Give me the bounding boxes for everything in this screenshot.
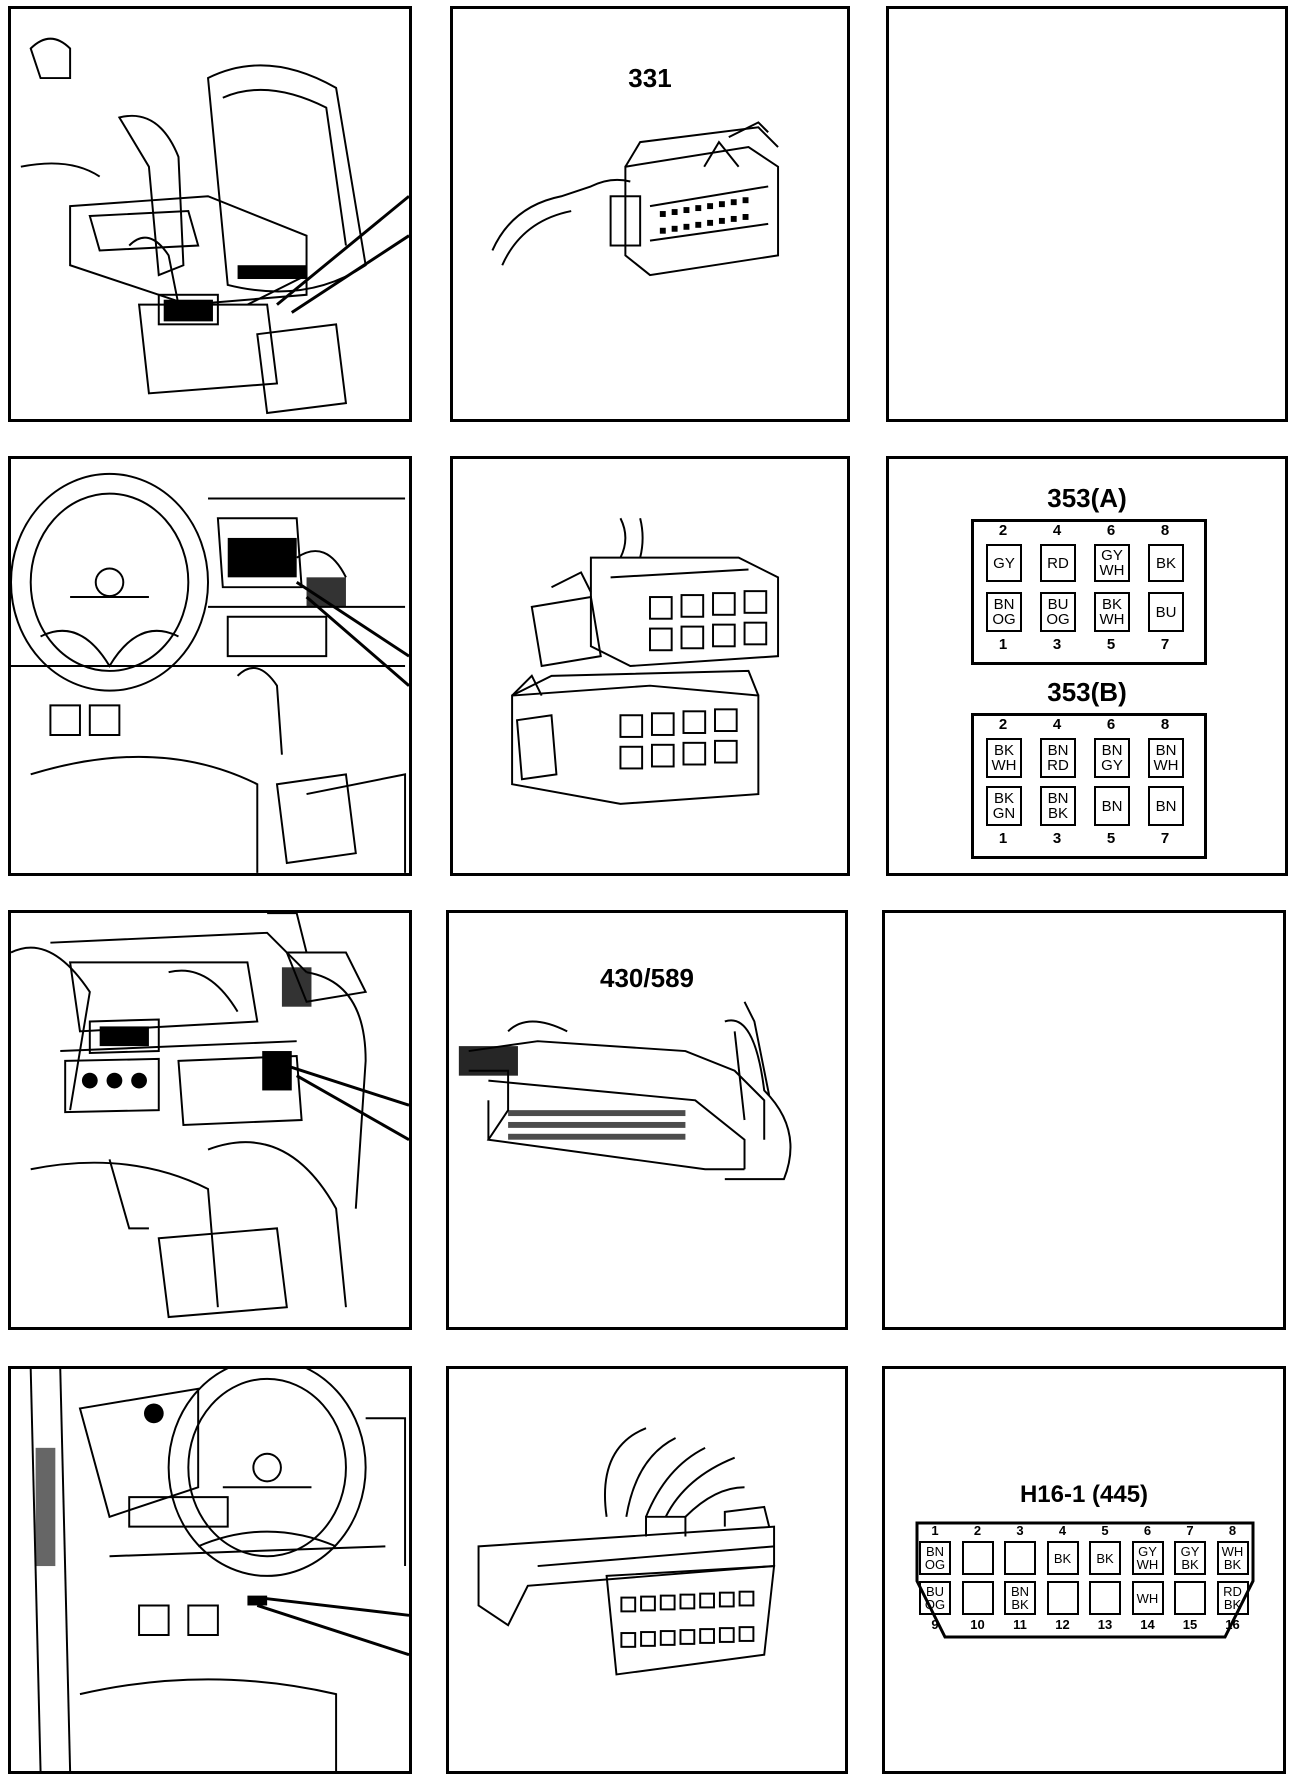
pin-number: 4 [1052,716,1062,733]
pin-color-cell: BU [1148,592,1184,632]
pin-number: 3 [1052,830,1062,847]
pin-color-cell: BK [1089,1541,1121,1575]
pin-number: 5 [1106,636,1116,653]
pin-number: 4 [1058,1523,1067,1538]
pin-number: 3 [1052,636,1062,653]
pin-color-cell: BU OG [919,1581,951,1615]
connector-label: 430/589 [600,963,694,993]
pin-color-cell: GY WH [1094,544,1130,582]
pin-color-cell: BN BK [1040,786,1076,826]
pin-number: 9 [931,1617,939,1632]
pin-color-cell: GY WH [1131,1541,1164,1575]
pin-number: 2 [973,1523,982,1538]
obd-outline [915,1521,1255,1639]
connector-331-drawing [491,121,780,277]
pin-number: 3 [1016,1523,1024,1538]
connector-353-drawing [511,517,780,805]
pin-color-cell: BN OG [919,1541,951,1575]
pin-color-cell: BK [1148,544,1184,582]
pin-number: 2 [998,522,1008,539]
pin-number: 6 [1143,1523,1152,1538]
connector-panel-331: 331 [450,6,850,422]
pin-color-cell: BK WH [986,738,1022,778]
pin-number: 7 [1160,830,1170,847]
pin-number: 1 [998,636,1008,653]
lower-dash-drawing [11,913,409,1319]
pin-number: 1 [931,1523,939,1538]
connector-panel-h16 [446,1366,848,1774]
pin-color-cell: BN BK [1004,1581,1036,1615]
pin-color-cell: BN OG [986,592,1022,632]
pin-color-cell: GY [986,544,1022,582]
pin-color-cell: BK [1046,1541,1079,1575]
pin-color-cell: WH [1131,1581,1164,1615]
connector-panel-353 [450,456,850,876]
pin-color-cell: WH BK [1216,1541,1249,1575]
pin-color-cell: RD [1040,544,1076,582]
pinout-title-353a: 353(A) [1047,483,1127,513]
pinout-grid-353b: 2 4 6 8 BK WH BN RD BN GY BN WH BK GN BN… [971,713,1207,859]
pinout-panel-353: 353(A) 2 4 6 8 GY RD GY WH BK BN OG BU O… [886,456,1288,876]
pin-number: 8 [1160,716,1170,733]
pin-color-cell: RD BK [1216,1581,1249,1615]
pin-number: 11 [1013,1617,1027,1632]
pin-color-cell: GY BK [1174,1541,1206,1575]
console-drawing [20,37,409,415]
pin-number: 10 [970,1617,985,1632]
footwell-drawing [29,1369,409,1771]
pin-number: 8 [1228,1523,1237,1538]
connector-h16-drawing [477,1427,776,1676]
empty-panel-row1 [886,6,1288,422]
pin-number: 1 [998,830,1008,847]
pin-number: 6 [1106,522,1116,539]
pin-number: 4 [1052,522,1062,539]
connector-430-589-drawing [458,1001,792,1181]
pin-color-cell [961,1581,994,1615]
pin-number: 8 [1160,522,1170,539]
vehicle-location-illustration-2 [8,456,412,876]
pin-color-cell [1004,1541,1036,1575]
pin-number: 16 [1225,1617,1240,1632]
pin-number: 2 [998,716,1008,733]
pin-number: 5 [1106,830,1116,847]
vehicle-location-illustration-1 [8,6,412,422]
pin-color-cell: BN RD [1040,738,1076,778]
pin-number: 15 [1182,1617,1198,1632]
pin-color-cell [961,1541,994,1575]
pin-number: 6 [1106,716,1116,733]
pin-color-cell: BN WH [1148,738,1184,778]
pin-number: 14 [1140,1617,1155,1632]
vehicle-location-illustration-4 [8,1366,412,1774]
pin-color-cell: BK WH [1094,592,1130,632]
pinout-title-353b: 353(B) [1047,677,1127,707]
pin-color-cell: BU OG [1040,592,1076,632]
pin-number: 7 [1160,636,1170,653]
pin-color-cell: BN GY [1094,738,1130,778]
pin-color-cell: BK GN [986,786,1022,826]
pin-color-cell [1089,1581,1121,1615]
connector-panel-430-589: 430/589 [446,910,848,1330]
pin-number: 5 [1101,1523,1109,1538]
pin-color-cell: BN [1148,786,1184,826]
dashboard-drawing [11,472,409,873]
vehicle-location-illustration-3 [8,910,412,1330]
pin-color-cell [1046,1581,1079,1615]
pinout-grid-353a: 2 4 6 8 GY RD GY WH BK BN OG BU OG BK WH… [971,519,1207,665]
empty-panel-row3 [882,910,1286,1330]
pin-color-cell: BN [1094,786,1130,826]
pin-number: 12 [1055,1617,1070,1632]
pin-color-cell [1174,1581,1206,1615]
pin-number: 13 [1097,1617,1113,1632]
pin-number: 7 [1186,1523,1194,1538]
pinout-title-h16: H16-1 (445) [1019,1481,1149,1508]
connector-label: 331 [628,63,672,93]
